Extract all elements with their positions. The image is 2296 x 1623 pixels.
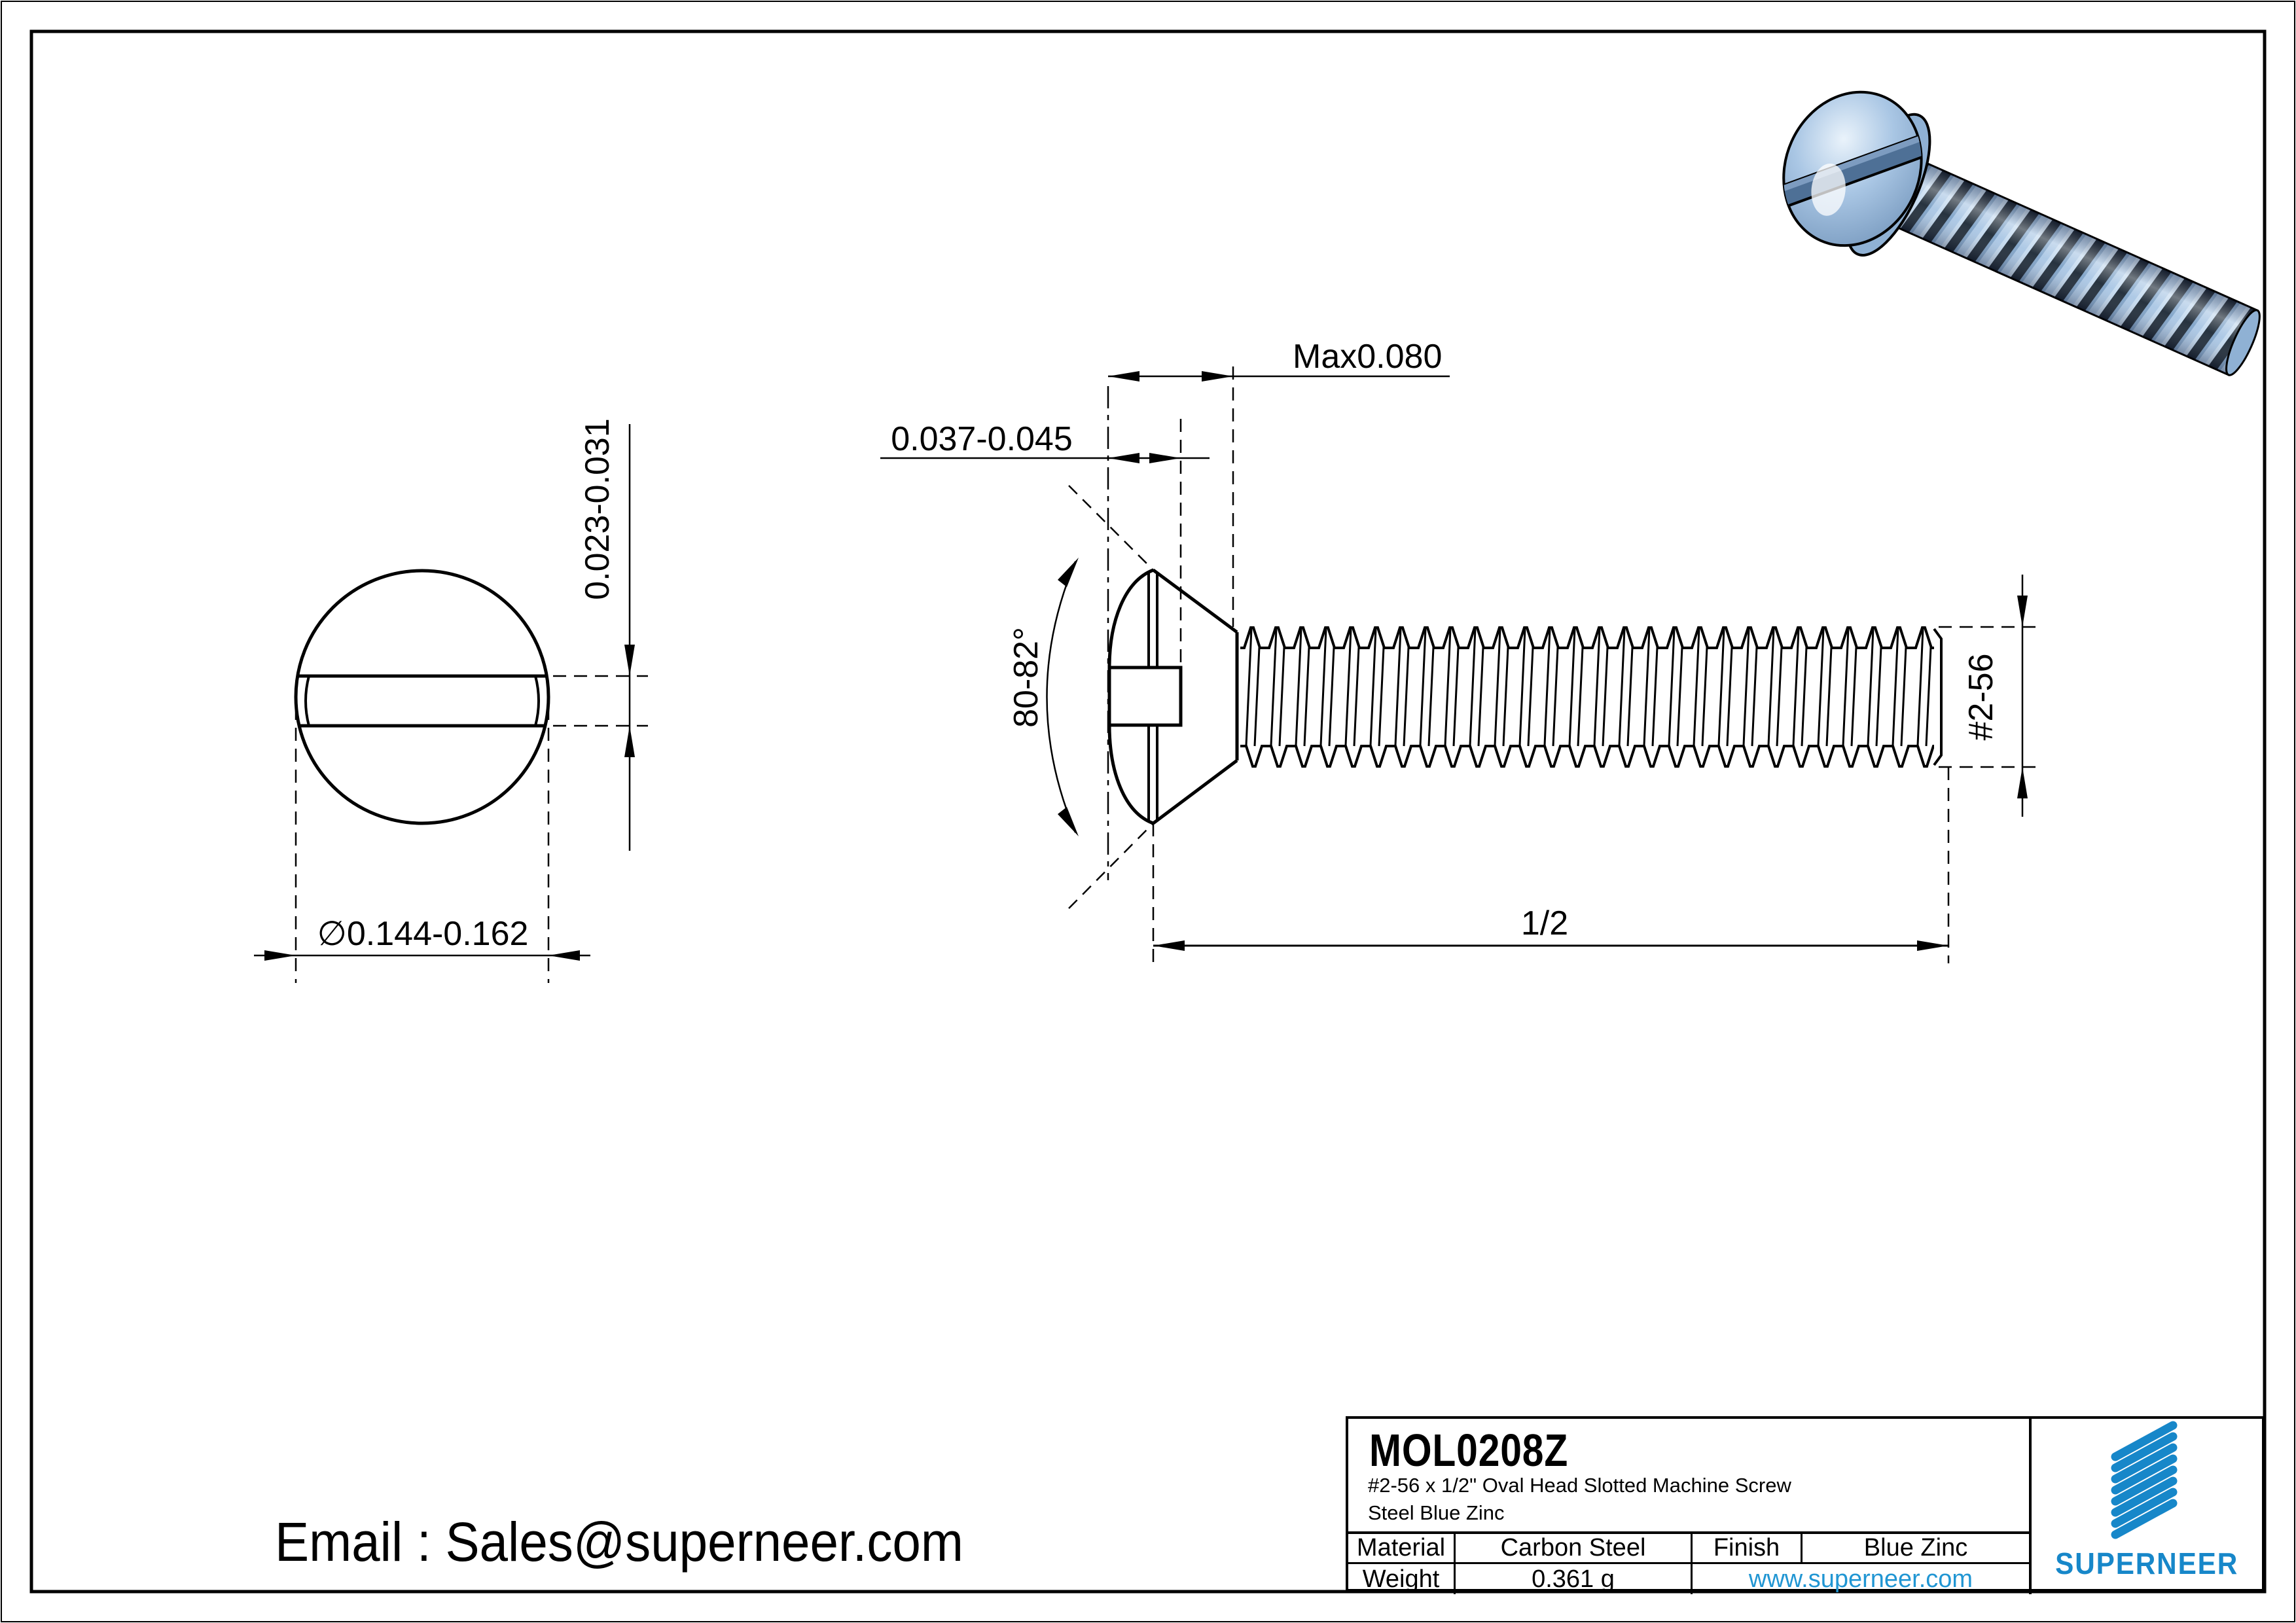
finish-value-cell: Blue Zinc	[1803, 1534, 2032, 1564]
title-block-description-cell: MOL0208Z #2-56 x 1/2" Oval Head Slotted …	[1348, 1419, 2032, 1534]
weight-label-cell: Weight	[1348, 1564, 1456, 1594]
weight-value-cell: 0.361 g	[1456, 1564, 1693, 1594]
side-view	[880, 366, 2041, 963]
screw-3d-shank-shading	[1893, 161, 2257, 375]
slot-floor-arcs	[304, 675, 540, 726]
arrow-down-icon	[624, 645, 635, 676]
arc-arrow-bottom-icon	[1058, 807, 1079, 836]
description-line2: Steel Blue Zinc	[1368, 1501, 1505, 1524]
dim-head-diameter: ∅0.144-0.162	[317, 915, 529, 953]
dim-head-height: Max0.080	[1293, 338, 1442, 376]
arrow-left-icon	[1108, 371, 1139, 382]
thread-dia-extension-lines	[1939, 626, 2041, 768]
brand-logo-cell: SUPERNEER	[2032, 1419, 2262, 1589]
arrow-right-icon	[264, 950, 296, 961]
arrow-down-icon	[2017, 596, 2028, 627]
arrow-right-icon	[1149, 453, 1181, 463]
dim-thread-size: #2-56	[1962, 654, 2000, 741]
drawing-frame	[29, 29, 2267, 1594]
angle-arc	[1046, 561, 1077, 833]
head-outline-circle	[294, 569, 550, 825]
slot-section-rect	[1107, 666, 1183, 727]
arrow-right-icon	[1202, 371, 1233, 382]
front-view	[254, 424, 648, 983]
dim-length: 1/2	[1521, 904, 1568, 942]
slot-edges	[298, 674, 547, 728]
screw-3d-slot-highlight	[1772, 131, 1934, 195]
dimension-labels: Max0.080 0.037-0.045 0.023-0.031 ∅0.144-…	[317, 338, 2000, 953]
screw-3d-render	[1770, 90, 2261, 376]
arc-arrow-top-icon	[1058, 558, 1079, 587]
thread-end-chamfer	[1933, 628, 1943, 766]
dim-slot-depth: 0.023-0.031	[579, 418, 617, 600]
slot-depth-extension-lines	[553, 675, 648, 727]
screw-3d-tip	[2225, 309, 2261, 376]
contact-email: Email : Sales@superneer.com	[275, 1511, 963, 1573]
slot-edge-lines	[1147, 573, 1158, 821]
arrow-up-icon	[2017, 767, 2028, 798]
thread-profile	[1240, 626, 1934, 768]
material-label-cell: Material	[1348, 1534, 1456, 1564]
arrow-left-icon	[548, 950, 580, 961]
superneer-logo-icon	[2111, 1421, 2178, 1539]
finish-label-cell: Finish	[1693, 1534, 1803, 1564]
website-link[interactable]: www.superneer.com	[1693, 1564, 2032, 1594]
arrow-left-icon	[1108, 453, 1139, 463]
title-block: MOL0208Z #2-56 x 1/2" Oval Head Slotted …	[1346, 1416, 2265, 1594]
arrow-right-icon	[1917, 940, 1948, 951]
part-number: MOL0208Z	[1369, 1425, 1569, 1476]
diameter-extension-lines	[295, 707, 550, 983]
material-value-cell: Carbon Steel	[1456, 1534, 1693, 1564]
crown-lower-arc	[1107, 724, 1154, 825]
arrow-left-icon	[1153, 940, 1185, 951]
screw-3d-specular-highlight	[1811, 163, 1846, 216]
cone-surfaces	[1152, 568, 1239, 825]
description-line1: #2-56 x 1/2" Oval Head Slotted Machine S…	[1368, 1474, 1791, 1497]
dim-head-angle: 80-82°	[1007, 627, 1045, 728]
brand-name: SUPERNEER	[2055, 1546, 2238, 1580]
arrow-up-icon	[624, 726, 635, 757]
angle-extension-lines	[1068, 485, 1155, 909]
dim-slot-width: 0.037-0.045	[891, 420, 1073, 458]
crown-upper-arc	[1107, 568, 1154, 668]
